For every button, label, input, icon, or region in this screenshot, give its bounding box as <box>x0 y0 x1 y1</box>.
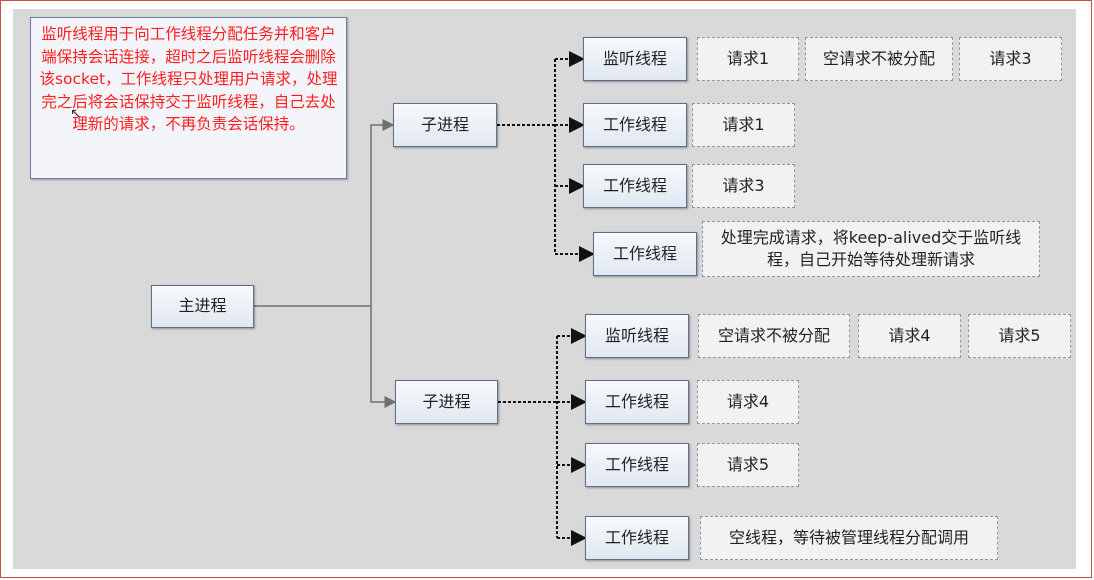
request-box: 处理完成请求，将keep-alived交于监听线程，自己开始等待处理新请求 <box>702 221 1040 277</box>
listener-thread-node-2: 监听线程 <box>585 314 689 358</box>
request-box: 请求5 <box>968 314 1071 358</box>
child-process-node-2: 子进程 <box>395 380 498 424</box>
request-box: 请求1 <box>697 37 799 81</box>
request-box: 请求4 <box>697 380 799 424</box>
worker-thread-node: 工作线程 <box>593 232 697 276</box>
request-box: 请求3 <box>959 37 1062 81</box>
connector-main-to-child-1 <box>254 119 395 307</box>
mouse-cursor-icon: ↖ <box>70 106 82 122</box>
main-process-node: 主进程 <box>151 285 254 328</box>
connector-main-to-child-2 <box>370 306 397 408</box>
request-box: 请求4 <box>858 314 961 358</box>
request-box: 请求1 <box>692 103 795 147</box>
note-box: 监听线程用于向工作线程分配任务并和客户端保持会话连接，超时之后监听线程会删除该s… <box>30 17 347 179</box>
request-box: 空线程，等待被管理线程分配调用 <box>700 516 998 560</box>
child-process-node-1: 子进程 <box>393 103 497 147</box>
request-box: 空请求不被分配 <box>805 37 953 81</box>
listener-thread-node-1: 监听线程 <box>583 37 687 81</box>
request-box: 请求3 <box>692 164 795 208</box>
request-box: 请求5 <box>697 443 799 487</box>
worker-thread-node: 工作线程 <box>585 443 689 487</box>
worker-thread-node: 工作线程 <box>585 380 689 424</box>
worker-thread-node: 工作线程 <box>585 516 689 560</box>
worker-thread-node: 工作线程 <box>583 164 687 208</box>
worker-thread-node: 工作线程 <box>583 103 687 147</box>
request-box: 空请求不被分配 <box>698 314 850 358</box>
